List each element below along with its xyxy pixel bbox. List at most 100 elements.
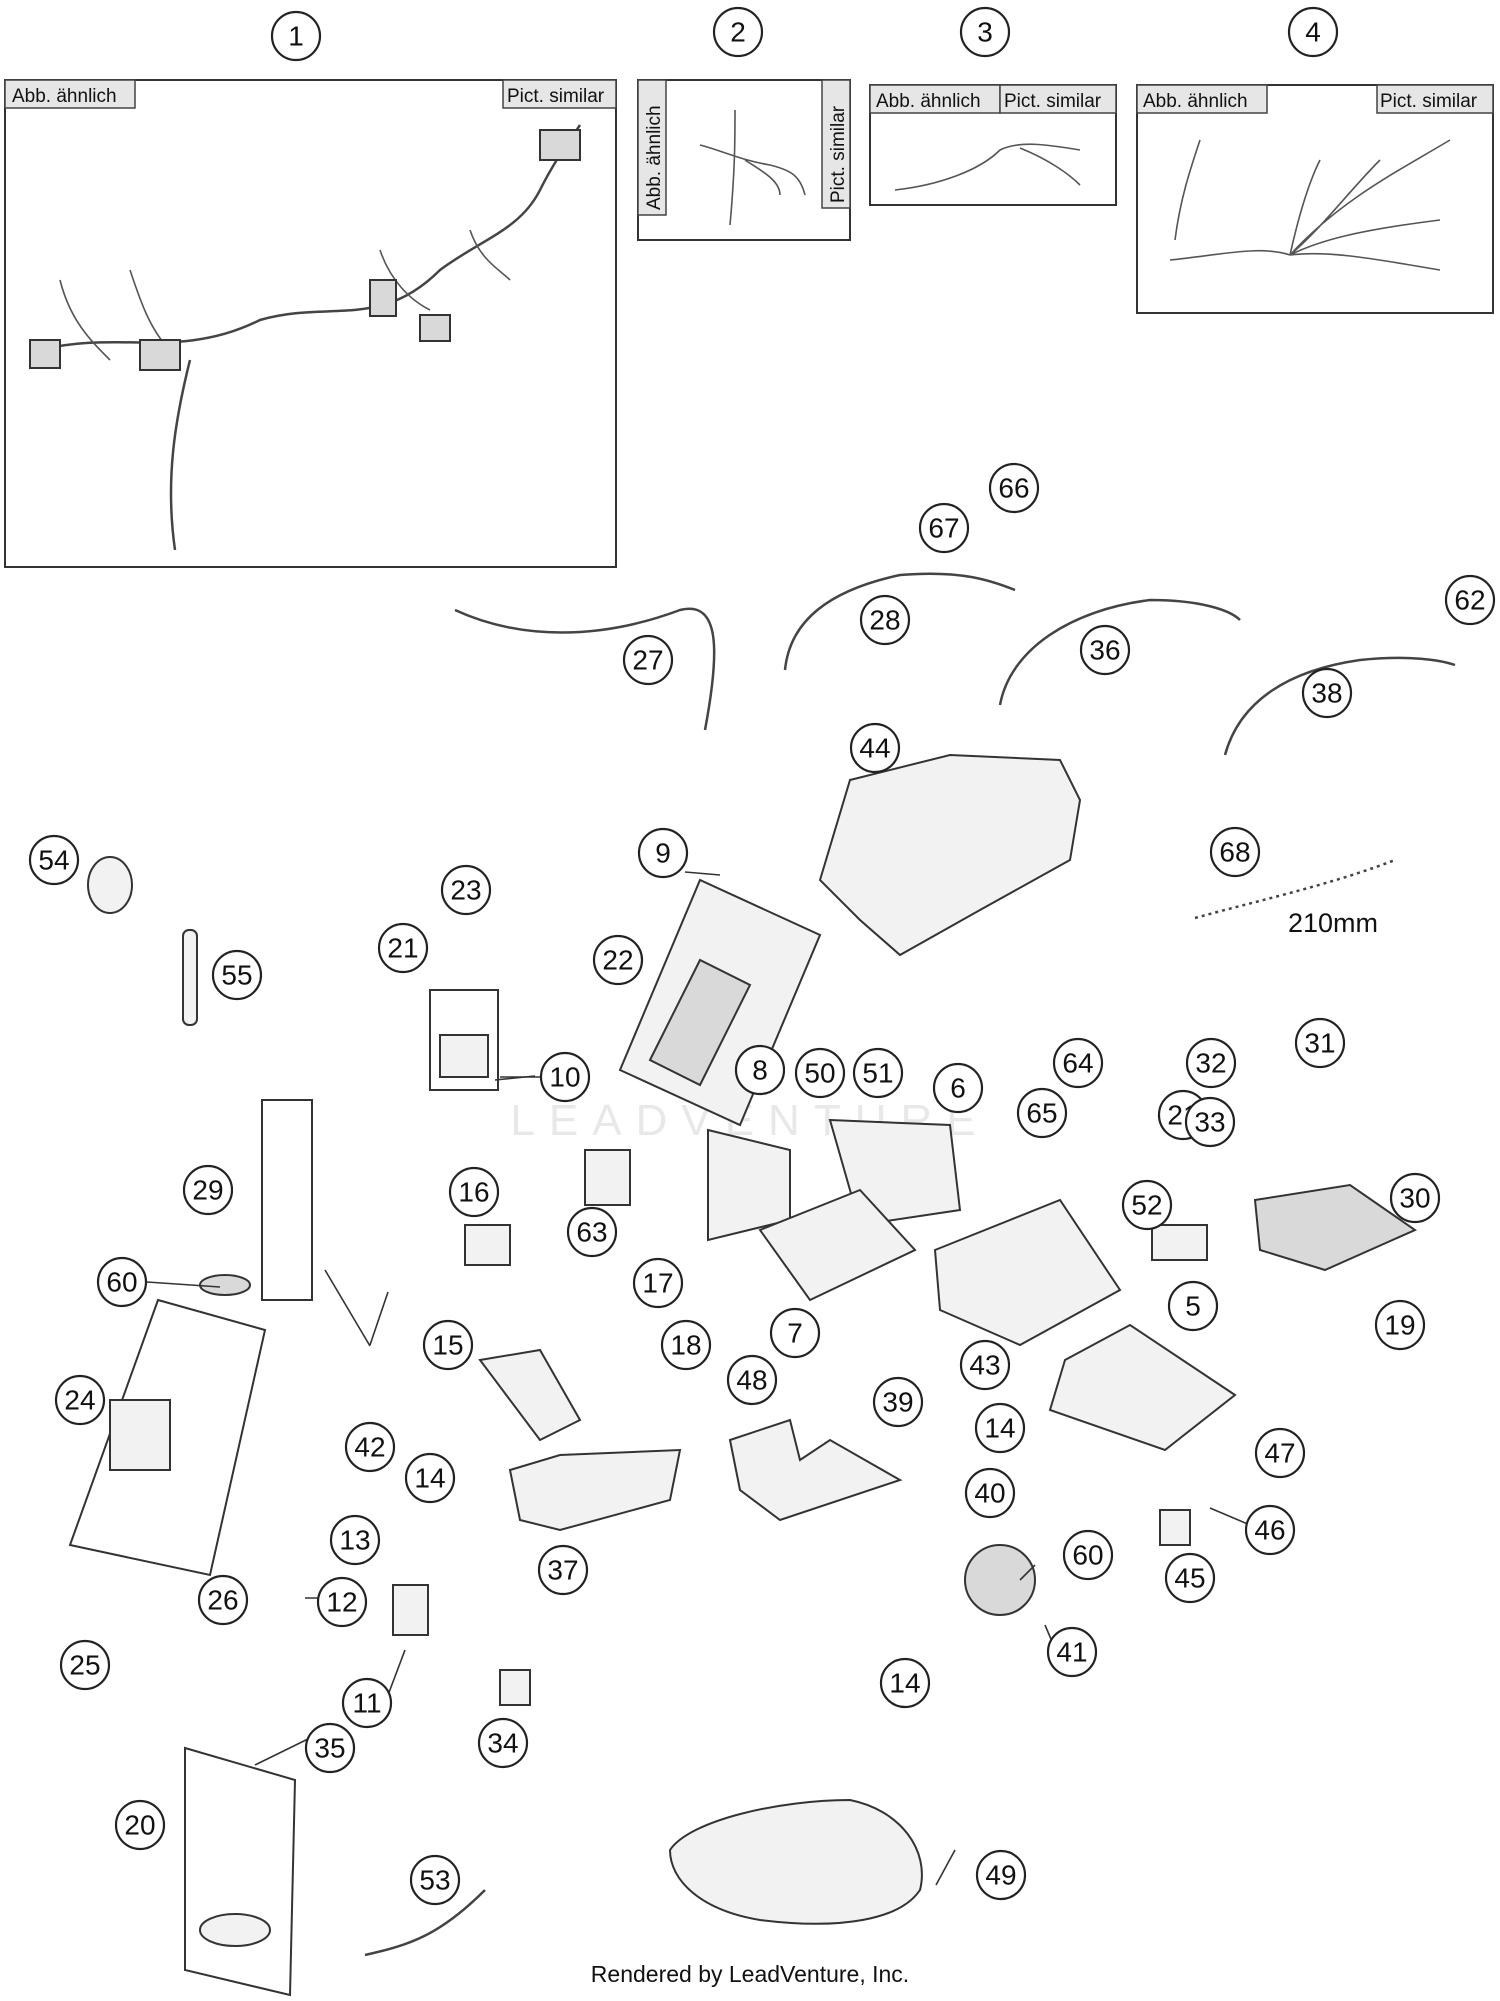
- callout-label: 35: [314, 1733, 345, 1764]
- tag-abb-aehnlich: Abb. ähnlich: [4, 79, 136, 109]
- callout-18: 18: [660, 1319, 712, 1371]
- callout-label: 14: [984, 1413, 1015, 1444]
- box-harness-3: Abb. ähnlich Pict. similar: [869, 84, 1117, 206]
- tag-pict-similar: Pict. similar: [502, 79, 617, 109]
- tag-abb-aehnlich-4: Abb. ähnlich: [1136, 84, 1268, 114]
- callout-30: 30: [1389, 1172, 1441, 1224]
- svg-text:Abb. ähnlich: Abb. ähnlich: [644, 105, 665, 210]
- horn-20: [199, 1913, 271, 1947]
- callout-label: 26: [207, 1585, 238, 1616]
- callout-label: 29: [192, 1175, 223, 1206]
- connector-34: [499, 1669, 531, 1706]
- callout-label: 22: [602, 945, 633, 976]
- callout-21: 21: [377, 922, 429, 974]
- callout-48: 48: [726, 1354, 778, 1406]
- callout-label: 37: [547, 1555, 578, 1586]
- battery-rubber-5: [1048, 1323, 1237, 1452]
- callout-38: 38: [1301, 667, 1353, 719]
- callout-6: 6: [932, 1062, 984, 1114]
- callout-label: 12: [326, 1587, 357, 1618]
- callout-9: 9: [637, 827, 689, 879]
- callout-64: 64: [1052, 1037, 1104, 1089]
- box-part-20: [184, 1746, 297, 1997]
- holder-39: [728, 1418, 903, 1522]
- callout-label: 21: [387, 933, 418, 964]
- callout-label: 46: [1254, 1515, 1285, 1546]
- callout-label: 3: [977, 17, 993, 48]
- callout-36: 36: [1079, 624, 1131, 676]
- callout-label: 19: [1384, 1310, 1415, 1341]
- callout-14: 14: [974, 1402, 1026, 1454]
- callout-67: 67: [918, 502, 970, 554]
- cover-37: [508, 1448, 682, 1532]
- ground-cables: [454, 572, 1456, 756]
- callout-label: 4: [1305, 17, 1321, 48]
- callout-63: 63: [566, 1206, 618, 1258]
- callout-label: 63: [576, 1217, 607, 1248]
- callout-49: 49: [975, 1849, 1027, 1901]
- callout-32: 32: [1185, 1037, 1237, 1089]
- cable-36: [998, 598, 1241, 706]
- holder-22: [648, 958, 752, 1087]
- callout-62: 62: [1444, 574, 1496, 626]
- callout-44: 44: [849, 722, 901, 774]
- callout-14: 14: [404, 1452, 456, 1504]
- callout-label: 9: [655, 838, 671, 869]
- callout-label: 44: [859, 733, 890, 764]
- callout-26: 26: [197, 1574, 249, 1626]
- box-part-29: [261, 1099, 313, 1301]
- box-main-harness: Abb. ähnlich Pict. similar: [4, 79, 617, 568]
- cable-53: [364, 1889, 486, 1957]
- cable-38: [1223, 656, 1456, 756]
- callout-label: 64: [1062, 1048, 1093, 1079]
- svg-text:Abb. ähnlich: Abb. ähnlich: [876, 91, 981, 112]
- callout-label: 52: [1131, 1190, 1162, 1221]
- callout-43: 43: [959, 1339, 1011, 1391]
- callout-2: 2: [712, 6, 764, 58]
- callout-label: 25: [69, 1650, 100, 1681]
- callout-37: 37: [537, 1544, 589, 1596]
- control-unit-30: [1253, 1183, 1418, 1272]
- tag-pict-similar-vertical: Pict. similar: [821, 79, 851, 209]
- callout-14: 14: [879, 1657, 931, 1709]
- spiral-tube-68: [1194, 858, 1396, 920]
- callout-label: 30: [1399, 1183, 1430, 1214]
- box-relay-10: [429, 989, 499, 1091]
- callout-53: 53: [409, 1854, 461, 1906]
- callout-label: 66: [998, 473, 1029, 504]
- callout-39: 39: [872, 1376, 924, 1428]
- svg-text:Pict. similar: Pict. similar: [1380, 91, 1478, 112]
- callout-label: 60: [1072, 1540, 1103, 1571]
- callout-label: 43: [969, 1350, 1000, 1381]
- callout-40: 40: [964, 1467, 1016, 1519]
- tag-pict-similar-3: Pict. similar: [999, 84, 1117, 114]
- callout-12: 12: [316, 1576, 368, 1628]
- sensor-45: [1159, 1509, 1191, 1546]
- callout-label: 10: [549, 1062, 580, 1093]
- callout-label: 47: [1264, 1438, 1295, 1469]
- callout-label: 55: [221, 960, 252, 991]
- callout-11: 11: [341, 1677, 393, 1729]
- callout-51: 51: [852, 1047, 904, 1099]
- callout-label: 27: [632, 645, 663, 676]
- callout-10: 10: [539, 1051, 591, 1103]
- callout-22: 22: [592, 934, 644, 986]
- callout-label: 54: [38, 845, 69, 876]
- callout-50: 50: [794, 1047, 846, 1099]
- battery-43: [933, 1198, 1122, 1347]
- callout-label: 20: [124, 1810, 155, 1841]
- callout-35: 35: [304, 1722, 356, 1774]
- callout-label: 41: [1056, 1637, 1087, 1668]
- callout-52: 52: [1121, 1179, 1173, 1231]
- connector-12: [392, 1584, 429, 1636]
- callout-label: 2: [730, 17, 746, 48]
- callout-label: 17: [642, 1268, 673, 1299]
- callout-label: 36: [1089, 635, 1120, 666]
- callout-3: 3: [959, 6, 1011, 58]
- regulator-40: [964, 1544, 1036, 1616]
- callout-label: 16: [458, 1177, 489, 1208]
- callout-24: 24: [54, 1374, 106, 1426]
- leader-lines: [146, 871, 1251, 1766]
- callout-label: 23: [450, 875, 481, 906]
